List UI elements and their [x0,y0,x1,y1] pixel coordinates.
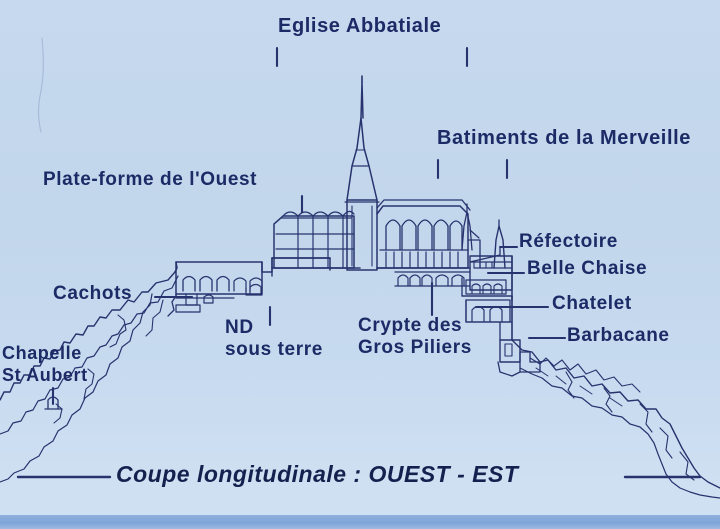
paper-scratch [37,37,44,133]
choir-arc-5 [449,220,463,251]
rock-detail-right-b [603,387,613,413]
rock-detail-right-a [565,371,575,399]
nave-vault-1 [282,211,299,217]
bottom-color-band [0,515,720,529]
rock-hatch-right-1 [535,367,549,377]
label-barbacane: Barbacane [567,325,670,346]
nave-vault-3 [312,211,329,217]
label-chapelle-line2: St Aubert [2,365,88,385]
label-chatelet: Chatelet [552,293,632,314]
crypt-arch-2 [409,274,421,287]
east-buttress [467,239,481,269]
nd-sous-terre-cell [245,287,263,296]
cachot-edge-drop [167,295,177,317]
crypt-arch-4 [435,274,449,287]
rock-ridge-right-upper [529,357,641,393]
label-refectoire: Réfectoire [519,231,618,252]
choir-arc-3 [417,219,433,251]
chatelet-arch-1 [471,305,485,322]
rock-detail-left-a [109,314,127,348]
rock-hatch-right-3 [579,385,593,395]
choir-outline [376,205,469,269]
belle-chaise-box [465,279,507,295]
cachot-arch-5 [249,277,263,292]
rock-detail-right-c [639,403,653,433]
barbacane-base [497,361,521,377]
belle-chaise-arch-3 [493,283,503,295]
choir-arc-4 [433,219,449,251]
rock-ridge-left-outer [0,293,153,483]
figure-caption: Coupe longitudinale : OUEST - EST [116,461,519,487]
nave-vault-2 [297,211,314,217]
crossing-tower [346,199,378,271]
nave-vault-5 [342,210,355,217]
cachot-lower-wall [175,304,201,313]
rock-detail-right-d [659,427,673,459]
choir-roof [376,199,471,211]
rock-detail-left-d [53,403,63,424]
cachot-arch-1 [182,275,196,292]
crypt-arch-3 [421,274,433,287]
rock-detail-left-c [83,368,95,400]
chatelet-box [465,299,511,323]
rock-hatch-right-2 [555,375,567,385]
crypt-arch-1 [397,274,409,287]
label-batiments-de-la-merveille: Batiments de la Merveille [437,128,691,149]
nave-outline [273,215,355,269]
choir-arc-2 [401,219,417,251]
nd-sous-terre-arch [249,283,262,295]
merveille-roof-ridge [469,247,501,263]
cachot-small-box [185,293,198,306]
label-chapelle-line1: Chapelle [2,343,82,363]
terrace-left-outline [174,257,331,273]
crypt-arch-5 [451,274,465,287]
label-crypte-line1: Crypte des [358,315,463,336]
label-crypte-line2: Gros Piliers [358,337,472,358]
barbacane-block [499,339,521,363]
choir-arc-1 [385,219,401,251]
cachot-arch-4 [233,277,247,292]
rock-slope-left [0,271,176,401]
east-buttress-top [469,229,480,239]
label-nd-line1: ND [225,317,254,338]
cachot-small-arch [203,294,214,304]
rock-detail-left-b [145,299,164,337]
cachot-arch-2 [199,275,213,292]
label-nd-line2: sous terre [225,339,323,360]
barbacane-slot [504,343,513,357]
label-cachots: Cachots [53,283,133,304]
label-eglise-abbatiale: Eglise Abbatiale [278,15,442,37]
spire-cone [346,117,378,201]
rock-hatch-right-4 [609,397,623,407]
belle-chaise-arch-1 [471,283,481,295]
rock-ridge-right-inner [519,367,720,499]
label-belle-chaise: Belle Chaise [527,258,648,279]
belle-chaise-arch-2 [482,283,492,295]
chatelet-arch-2 [489,305,503,322]
spire-needle [360,81,364,119]
nave-roofline [273,217,353,225]
rock-slope-right [511,339,720,489]
nave-vault-4 [327,211,344,217]
cachot-arch-3 [216,275,230,292]
chatelet-room [465,299,513,323]
label-plate-forme-de-l-ouest: Plate-forme de l'Ouest [43,169,258,190]
